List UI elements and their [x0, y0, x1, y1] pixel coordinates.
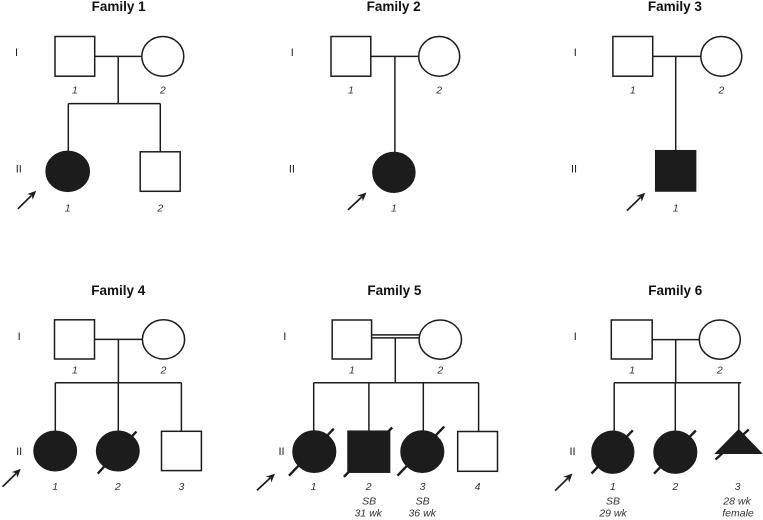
svg-text:1: 1 [348, 84, 354, 96]
svg-text:1: 1 [610, 481, 616, 493]
svg-text:SB: SB [606, 495, 620, 507]
svg-text:1: 1 [630, 84, 636, 96]
svg-text:I: I [291, 47, 294, 59]
svg-text:1: 1 [311, 481, 317, 493]
svg-text:II: II [571, 163, 577, 175]
svg-text:I: I [18, 331, 21, 343]
svg-text:I: I [574, 47, 577, 59]
svg-text:II: II [16, 163, 22, 175]
svg-text:2: 2 [365, 481, 372, 493]
svg-text:3: 3 [420, 481, 426, 493]
svg-text:1: 1 [391, 203, 397, 215]
svg-text:28 wk: 28 wk [722, 495, 751, 507]
svg-text:2: 2 [435, 84, 442, 96]
svg-text:II: II [16, 446, 22, 458]
svg-text:I: I [574, 331, 577, 343]
svg-text:4: 4 [475, 481, 481, 493]
svg-text:Family 1: Family 1 [92, 0, 147, 14]
svg-text:II: II [289, 163, 295, 175]
svg-text:SB: SB [362, 495, 376, 507]
svg-text:I: I [283, 331, 286, 343]
svg-text:1: 1 [673, 203, 679, 215]
svg-text:Family 5: Family 5 [367, 283, 422, 298]
svg-text:31 wk: 31 wk [354, 508, 382, 520]
svg-text:1: 1 [349, 364, 355, 376]
svg-text:1: 1 [52, 481, 58, 493]
svg-text:2: 2 [717, 84, 724, 96]
svg-text:2: 2 [716, 364, 723, 376]
svg-text:1: 1 [629, 364, 635, 376]
svg-text:II: II [278, 446, 284, 458]
svg-text:2: 2 [160, 364, 167, 376]
svg-text:2: 2 [436, 364, 443, 376]
svg-text:Family 6: Family 6 [648, 283, 703, 298]
svg-text:3: 3 [735, 481, 741, 493]
svg-text:II: II [569, 446, 575, 458]
svg-text:3: 3 [178, 481, 184, 493]
svg-text:2: 2 [114, 481, 121, 493]
svg-text:female: female [722, 508, 754, 520]
svg-text:Family 3: Family 3 [648, 0, 703, 14]
svg-text:36 wk: 36 wk [408, 508, 436, 520]
svg-text:29 wk: 29 wk [598, 508, 627, 520]
svg-text:SB: SB [416, 495, 430, 507]
svg-text:1: 1 [72, 84, 78, 96]
svg-text:1: 1 [72, 364, 78, 376]
svg-text:I: I [15, 47, 18, 59]
svg-text:2: 2 [156, 203, 163, 215]
svg-text:Family 2: Family 2 [367, 0, 421, 14]
svg-text:1: 1 [65, 203, 71, 215]
svg-text:Family 4: Family 4 [91, 283, 146, 298]
svg-text:2: 2 [159, 84, 166, 96]
svg-text:2: 2 [671, 481, 678, 493]
